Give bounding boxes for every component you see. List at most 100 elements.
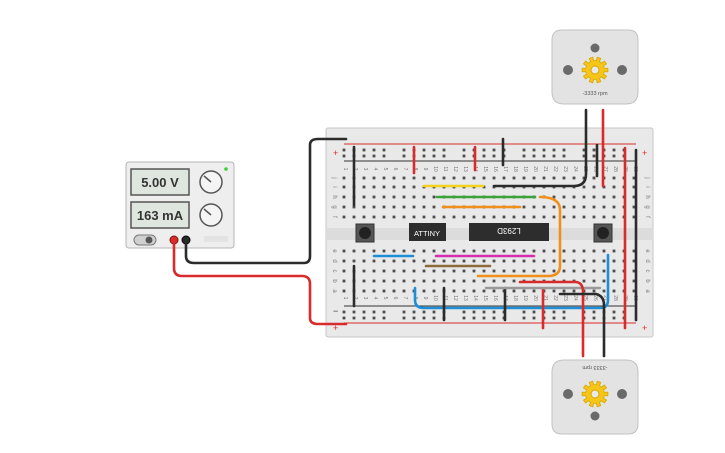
current-display bbox=[130, 201, 190, 229]
row-label: c bbox=[644, 270, 650, 273]
column-label: 26 bbox=[592, 295, 598, 301]
row-label: d bbox=[331, 259, 337, 262]
row-label: b bbox=[644, 279, 650, 283]
column-label: 22 bbox=[552, 166, 558, 172]
power-switch[interactable] bbox=[133, 234, 157, 246]
wire-red-psu bbox=[172, 242, 348, 326]
row-label: f bbox=[331, 216, 337, 218]
attiny-chip[interactable]: ATTINY bbox=[409, 223, 446, 241]
rail-plus-label-bottom-left: + bbox=[333, 323, 338, 333]
row-label: j bbox=[644, 176, 650, 178]
column-label: 27 bbox=[602, 295, 608, 301]
l293d-chip[interactable]: L293D bbox=[469, 223, 549, 241]
column-label: 14 bbox=[472, 295, 478, 301]
column-label: 7 bbox=[402, 297, 408, 300]
row-label: g bbox=[331, 205, 337, 208]
column-label: 26 bbox=[592, 166, 598, 172]
column-label: 6 bbox=[392, 168, 398, 171]
column-label: 9 bbox=[422, 297, 428, 300]
column-label: 21 bbox=[542, 295, 548, 301]
column-label: 5 bbox=[382, 168, 388, 171]
rail-minus-label-bottom-left: − bbox=[333, 306, 338, 316]
column-label: 24 bbox=[572, 295, 578, 301]
column-label: 27 bbox=[602, 166, 608, 172]
column-label: 16 bbox=[492, 166, 498, 172]
row-label: h bbox=[331, 195, 337, 198]
column-label: 19 bbox=[522, 166, 528, 172]
column-label: 23 bbox=[562, 295, 568, 301]
row-label: j bbox=[331, 176, 337, 178]
column-label: 24 bbox=[572, 166, 578, 172]
column-label: 23 bbox=[562, 166, 568, 172]
cv-indicator-led bbox=[224, 167, 228, 171]
wire-red-motor-bottom bbox=[518, 280, 585, 358]
row-label: f bbox=[644, 216, 650, 218]
column-label: 3 bbox=[362, 297, 368, 300]
column-label: 13 bbox=[462, 166, 468, 172]
column-label: 20 bbox=[532, 166, 538, 172]
row-label: e bbox=[331, 249, 337, 253]
column-label: 12 bbox=[452, 166, 458, 172]
row-label: c bbox=[331, 270, 337, 273]
column-label: 4 bbox=[372, 297, 378, 300]
row-label: b bbox=[331, 279, 337, 283]
dc-motor-bottom[interactable]: -3333 rpm bbox=[551, 359, 639, 435]
pushbutton-left[interactable] bbox=[355, 223, 375, 243]
wire-black-motor-bottom bbox=[558, 292, 606, 358]
attiny-chip-label: ATTINY bbox=[414, 229, 440, 238]
wire-black-motor-top bbox=[492, 108, 588, 188]
column-label: 12 bbox=[452, 295, 458, 301]
column-label: 28 bbox=[612, 166, 618, 172]
power-supply[interactable]: 5.00 V 163 mA bbox=[125, 161, 235, 249]
column-label: 17 bbox=[502, 166, 508, 172]
column-label: 9 bbox=[422, 168, 428, 171]
motor-bottom-rpm: -3333 rpm bbox=[582, 364, 607, 370]
row-label: d bbox=[644, 259, 650, 262]
row-label: g bbox=[644, 205, 650, 208]
row-label: i bbox=[331, 186, 337, 187]
column-label: 11 bbox=[442, 166, 448, 171]
gear-icon bbox=[581, 56, 609, 84]
wire-orange-long bbox=[476, 195, 562, 278]
rail-plus-label-top-right: + bbox=[642, 148, 647, 158]
column-label: 1 bbox=[342, 168, 348, 171]
row-label: h bbox=[644, 195, 650, 198]
pushbutton-right[interactable] bbox=[593, 223, 613, 243]
column-label: 10 bbox=[432, 295, 438, 301]
wire-blue-long bbox=[413, 253, 610, 310]
row-label: a bbox=[644, 289, 650, 293]
row-label: i bbox=[644, 186, 650, 187]
column-label: 20 bbox=[532, 295, 538, 301]
gear-icon bbox=[581, 380, 609, 408]
column-label: 22 bbox=[552, 295, 558, 301]
column-label: 19 bbox=[522, 295, 528, 301]
current-readout: 163 mA bbox=[137, 208, 184, 223]
column-label: 13 bbox=[462, 295, 468, 301]
rail-plus-label-top-left: + bbox=[333, 148, 338, 158]
column-label: 25 bbox=[582, 295, 588, 301]
column-label: 16 bbox=[492, 295, 498, 301]
dc-motor-top[interactable]: -3333 rpm bbox=[551, 29, 639, 105]
column-label: 18 bbox=[512, 166, 518, 172]
column-label: 1 bbox=[342, 297, 348, 300]
column-label: 3 bbox=[362, 168, 368, 171]
column-label: 4 bbox=[372, 168, 378, 171]
column-label: 18 bbox=[512, 295, 518, 301]
voltage-readout: 5.00 V bbox=[141, 175, 179, 190]
row-label: e bbox=[644, 249, 650, 253]
row-label: a bbox=[331, 289, 337, 293]
column-label: 6 bbox=[392, 297, 398, 300]
column-label: 21 bbox=[542, 166, 548, 172]
column-label: 15 bbox=[482, 295, 488, 301]
wires[interactable] bbox=[172, 108, 638, 358]
column-label: 7 bbox=[402, 168, 408, 171]
wire-black-psu bbox=[184, 137, 348, 265]
column-label: 10 bbox=[432, 166, 438, 172]
motor-top-rpm: -3333 rpm bbox=[582, 91, 607, 97]
column-label: 15 bbox=[482, 166, 488, 172]
voltage-display bbox=[130, 168, 190, 196]
rail-plus-label-bottom-right: + bbox=[642, 323, 647, 333]
column-label: 5 bbox=[382, 297, 388, 300]
column-label: 28 bbox=[612, 295, 618, 301]
